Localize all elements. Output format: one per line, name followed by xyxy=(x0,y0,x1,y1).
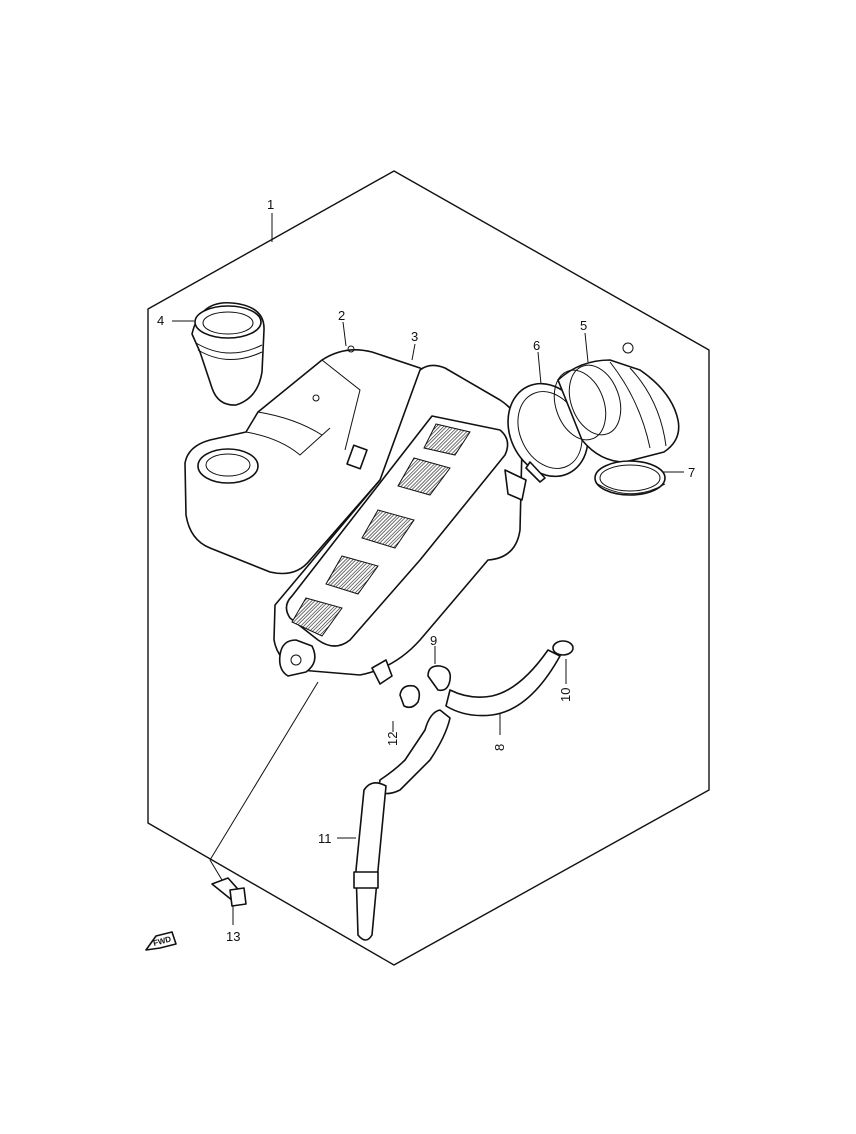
cleaner-cap-part-2 xyxy=(184,345,434,575)
clip-part-9 xyxy=(427,665,452,692)
callout-2: 2 xyxy=(338,308,345,323)
drain-hose-part-11 xyxy=(353,709,451,941)
intake-funnel-part-4 xyxy=(191,302,265,406)
leader-lines xyxy=(172,213,684,925)
callout-11: 11 xyxy=(318,831,332,846)
band-clamp-part-7 xyxy=(594,460,666,496)
callout-7: 7 xyxy=(688,465,695,480)
clip-part-12 xyxy=(399,684,421,709)
breather-hose-part-8 xyxy=(445,649,561,717)
outlet-duct-part-5 xyxy=(553,342,680,463)
callout-6: 6 xyxy=(533,338,540,353)
callout-13: 13 xyxy=(226,929,240,944)
bolt-part-13 xyxy=(211,877,247,907)
callout-5: 5 xyxy=(580,318,587,333)
callout-10: 10 xyxy=(558,688,573,702)
fwd-arrow-icon: FWD xyxy=(145,931,177,951)
clip-part-10 xyxy=(552,640,574,656)
assembly-outline xyxy=(147,170,710,966)
callout-4: 4 xyxy=(157,313,164,328)
callout-3: 3 xyxy=(411,329,418,344)
callout-labels: 1 2 3 4 5 6 7 8 9 10 12 11 13 xyxy=(157,197,695,944)
callout-8: 8 xyxy=(492,744,507,751)
callout-9: 9 xyxy=(430,633,437,648)
callout-12: 12 xyxy=(385,732,400,746)
callout-1: 1 xyxy=(267,197,274,212)
cleaner-case-part-3 xyxy=(273,364,527,685)
